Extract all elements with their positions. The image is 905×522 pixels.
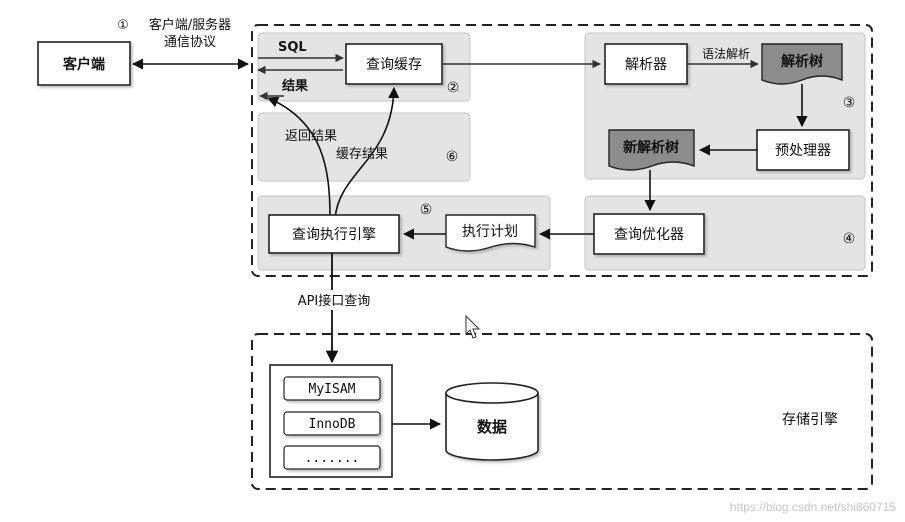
query-cache-label: 查询缓存 [366, 57, 422, 73]
execution-section-number: ⑤ [420, 202, 433, 218]
optimizer-section-number: ④ [843, 231, 856, 247]
sql-label: SQL [278, 40, 307, 55]
new-parse-tree-doc: 新解析树 [608, 129, 695, 171]
execution-engine-box: 查询执行引擎 [268, 214, 400, 254]
storage-engine-label: 存储引擎 [782, 412, 838, 428]
preprocessor-label: 预处理器 [775, 143, 831, 159]
execution-plan-doc: 执行计划 [445, 214, 536, 252]
storage-region [251, 333, 873, 490]
preprocessor-box: 预处理器 [756, 129, 850, 171]
optimizer-box: 查询优化器 [593, 213, 705, 255]
api-label-bg [284, 290, 384, 310]
engine-more: ....... [283, 445, 381, 470]
parser-label: 解析器 [625, 57, 667, 73]
mouse-cursor-icon [465, 314, 481, 339]
client-label: 客户端 [62, 56, 105, 73]
api-label: API接口查询 [298, 293, 371, 309]
return-result-label: 返回结果 [285, 129, 337, 144]
return-section-panel [257, 112, 471, 182]
engine-more-label: ....... [305, 451, 360, 466]
data-cylinder: 数据 [445, 382, 539, 461]
grammar-parse-label: 语法解析 [702, 47, 750, 61]
cache-section-number: ② [447, 80, 460, 96]
new-parse-tree-label: 新解析树 [623, 139, 679, 156]
engine-innodb-label: InnoDB [309, 417, 356, 432]
protocol-number: ① [117, 18, 129, 33]
return-result-arrow [266, 96, 331, 219]
optimizer-label: 查询优化器 [614, 227, 684, 243]
server-region [251, 24, 873, 277]
cache-result-label: 缓存结果 [336, 147, 388, 162]
watermark-text: https://blog.csdn.net/shi860715 [730, 500, 896, 514]
cache-result-arrow [334, 86, 400, 219]
execution-engine-label: 查询执行引擎 [292, 227, 376, 243]
protocol-label-line2: 通信协议 [164, 35, 216, 50]
protocol-label-line1: 客户端/服务器 [149, 17, 231, 33]
parse-tree-doc: 解析树 [761, 43, 843, 85]
parse-section-number: ③ [843, 95, 856, 111]
engine-myisam: MyISAM [283, 376, 381, 401]
result-label: 结果 [282, 78, 308, 94]
return-section-number: ⑥ [446, 149, 459, 165]
client-box: 客户端 [37, 41, 131, 86]
execution-plan-label: 执行计划 [462, 224, 518, 240]
engine-innodb: InnoDB [283, 411, 381, 436]
parse-tree-label: 解析树 [781, 53, 823, 70]
parser-box: 解析器 [604, 43, 688, 85]
engine-myisam-label: MyISAM [309, 382, 356, 397]
data-label: 数据 [477, 418, 507, 436]
query-cache-box: 查询缓存 [345, 43, 443, 85]
